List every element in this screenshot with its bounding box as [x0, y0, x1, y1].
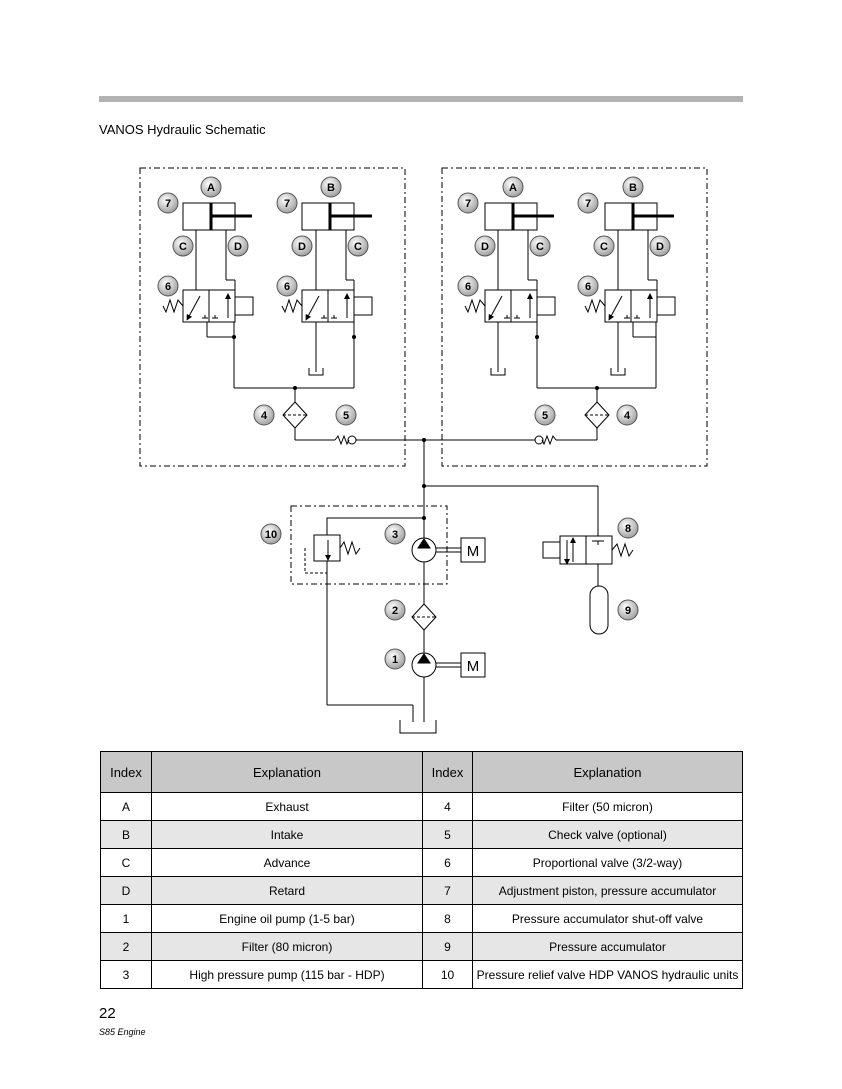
- explanation-cell: Intake: [151, 820, 423, 849]
- svg-text:D: D: [656, 241, 664, 253]
- left-unit-boundary: [139, 167, 406, 467]
- svg-text:5: 5: [542, 410, 548, 422]
- index-cell: D: [100, 876, 152, 905]
- header-explanation-1: Explanation: [151, 751, 423, 793]
- motor-label-1: M: [467, 658, 480, 675]
- svg-text:6: 6: [165, 281, 171, 293]
- explanation-cell: Pressure accumulator: [472, 932, 743, 961]
- svg-text:6: 6: [585, 281, 591, 293]
- svg-text:5: 5: [343, 410, 349, 422]
- check-valve-5-left: [347, 435, 357, 445]
- accumulator-9: [589, 585, 609, 635]
- explanation-cell: Filter (80 micron): [151, 932, 423, 961]
- header-index-1: Index: [100, 751, 152, 793]
- top-rule: [99, 96, 743, 102]
- svg-text:6: 6: [284, 281, 290, 293]
- explanation-cell: Check valve (optional): [472, 820, 743, 849]
- table-row: A Exhaust 4 Filter (50 micron): [100, 792, 743, 821]
- label-A-left: A: [207, 182, 215, 194]
- svg-text:7: 7: [165, 198, 171, 210]
- index-cell: 6: [422, 848, 473, 877]
- svg-text:A: A: [509, 182, 517, 194]
- explanation-cell: Exhaust: [151, 792, 423, 821]
- table-row: B Intake 5 Check valve (optional): [100, 820, 743, 849]
- page-number: 22: [99, 1005, 116, 1022]
- index-cell: 4: [422, 792, 473, 821]
- explanation-cell: High pressure pump (115 bar - HDP): [151, 960, 423, 989]
- svg-text:4: 4: [624, 410, 631, 422]
- explanation-cell: Engine oil pump (1-5 bar): [151, 904, 423, 933]
- explanation-cell: Retard: [151, 876, 423, 905]
- svg-text:2: 2: [392, 605, 398, 617]
- svg-text:10: 10: [265, 529, 277, 541]
- table-row: C Advance 6 Proportional valve (3/2-way): [100, 848, 743, 877]
- svg-text:C: C: [536, 241, 544, 253]
- index-cell: 10: [422, 960, 473, 989]
- svg-text:B: B: [629, 182, 637, 194]
- explanation-cell: Proportional valve (3/2-way): [472, 848, 743, 877]
- relief-valve-10: [313, 534, 341, 562]
- legend-header-row: Index Explanation Index Explanation: [100, 751, 743, 793]
- svg-text:7: 7: [585, 198, 591, 210]
- svg-text:D: D: [234, 241, 242, 253]
- svg-text:3: 3: [392, 529, 398, 541]
- table-row: 2 Filter (80 micron) 9 Pressure accumula…: [100, 932, 743, 961]
- index-cell: 5: [422, 820, 473, 849]
- explanation-cell: Adjustment piston, pressure accumulator: [472, 876, 743, 905]
- oil-sump: [399, 720, 437, 734]
- svg-text:C: C: [600, 241, 608, 253]
- motor-label-3: M: [467, 543, 480, 560]
- svg-text:9: 9: [625, 605, 631, 617]
- svg-text:1: 1: [392, 654, 398, 666]
- header-index-2: Index: [422, 751, 473, 793]
- header-explanation-2: Explanation: [472, 751, 743, 793]
- index-cell: C: [100, 848, 152, 877]
- index-cell: A: [100, 792, 152, 821]
- right-unit-boundary: [441, 167, 708, 467]
- explanation-cell: Pressure relief valve HDP VANOS hydrauli…: [472, 960, 743, 989]
- svg-text:7: 7: [465, 198, 471, 210]
- index-cell: 1: [100, 904, 152, 933]
- svg-text:C: C: [179, 241, 187, 253]
- table-row: 1 Engine oil pump (1-5 bar) 8 Pressure a…: [100, 904, 743, 933]
- page-title: VANOS Hydraulic Schematic: [99, 122, 266, 137]
- svg-text:B: B: [327, 182, 335, 194]
- index-cell: B: [100, 820, 152, 849]
- check-valve-5-right: [534, 435, 544, 445]
- index-cell: 8: [422, 904, 473, 933]
- index-cell: 7: [422, 876, 473, 905]
- legend-table: Index Explanation Index Explanation A Ex…: [100, 751, 743, 989]
- index-cell: 3: [100, 960, 152, 989]
- svg-text:4: 4: [261, 410, 268, 422]
- table-row: 3 High pressure pump (115 bar - HDP) 10 …: [100, 960, 743, 989]
- footer-label: S85 Engine: [99, 1027, 146, 1037]
- hdp-unit-boundary: [290, 505, 448, 585]
- motor-1: [460, 652, 486, 678]
- svg-text:8: 8: [625, 523, 631, 535]
- index-cell: 2: [100, 932, 152, 961]
- table-row: D Retard 7 Adjustment piston, pressure a…: [100, 876, 743, 905]
- svg-text:7: 7: [284, 198, 290, 210]
- index-cell: 9: [422, 932, 473, 961]
- svg-text:D: D: [481, 241, 489, 253]
- motor-3: [460, 537, 486, 563]
- explanation-cell: Pressure accumulator shut-off valve: [472, 904, 743, 933]
- explanation-cell: Advance: [151, 848, 423, 877]
- svg-text:C: C: [354, 241, 362, 253]
- svg-text:D: D: [298, 241, 306, 253]
- svg-text:6: 6: [465, 281, 471, 293]
- explanation-cell: Filter (50 micron): [472, 792, 743, 821]
